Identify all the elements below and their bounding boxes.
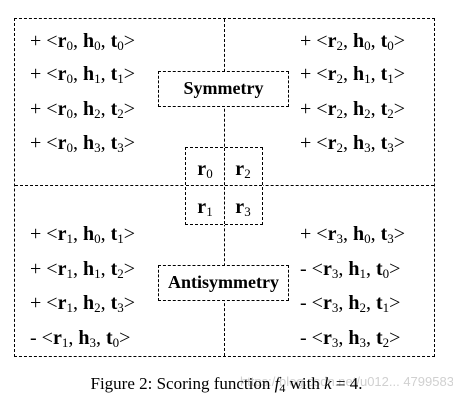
triple-sign: + — [30, 223, 42, 245]
relation-r0: r0 — [197, 158, 213, 181]
triple-top-right-1: + <r2, h1, t1> — [300, 63, 406, 86]
triple-bottom-right-0: + <r3, h0, t3> — [300, 223, 406, 246]
triple-sign: + — [30, 132, 42, 154]
diagram-frame — [14, 18, 435, 357]
triple-top-right-0: + <r2, h0, t0> — [300, 30, 406, 53]
triple-sign: + — [30, 98, 42, 120]
triple-bottom-right-1: - <r3, h1, t0> — [300, 258, 401, 281]
relation-grid-horizontal-divider — [186, 185, 262, 186]
triple-sign: + — [300, 63, 312, 85]
relation-r2: r2 — [235, 158, 251, 181]
triple-sign: - — [300, 258, 307, 280]
triple-top-right-2: + <r2, h2, t2> — [300, 98, 406, 121]
triple-bottom-left-3: - <r1, h3, t0> — [30, 327, 131, 350]
relation-r3: r3 — [235, 196, 251, 219]
triple-bottom-left-2: + <r1, h2, t3> — [30, 292, 136, 315]
triple-sign: + — [300, 223, 312, 245]
triple-top-left-0: + <r0, h0, t0> — [30, 30, 136, 53]
triple-sign: - — [30, 327, 37, 349]
triple-sign: + — [30, 292, 42, 314]
antisymmetry-label: Antisymmetry — [158, 265, 289, 301]
triple-bottom-right-2: - <r3, h2, t1> — [300, 292, 401, 315]
triple-sign: + — [300, 132, 312, 154]
triple-sign: + — [300, 30, 312, 52]
relation-r1: r1 — [197, 196, 213, 219]
relation-grid-vertical-divider — [224, 148, 225, 224]
triple-sign: + — [300, 98, 312, 120]
triple-sign: + — [30, 258, 42, 280]
triple-sign: - — [300, 327, 307, 349]
relation-grid: r0 r2 r1 r3 — [185, 147, 263, 225]
triple-sign: - — [300, 292, 307, 314]
triple-sign: + — [30, 63, 42, 85]
triple-sign: + — [30, 30, 42, 52]
triple-bottom-right-3: - <r3, h3, t2> — [300, 327, 401, 350]
watermark: https://blog.csdn.net/u012... 47995835 — [240, 374, 453, 389]
figure-caption: Figure 2: Scoring function f4 with k = 4… — [90, 374, 363, 395]
triple-bottom-left-0: + <r1, h0, t1> — [30, 223, 136, 246]
triple-top-left-2: + <r0, h2, t2> — [30, 98, 136, 121]
triple-top-right-3: + <r2, h3, t3> — [300, 132, 406, 155]
symmetry-label: Symmetry — [158, 71, 289, 107]
triple-bottom-left-1: + <r1, h1, t2> — [30, 258, 136, 281]
triple-top-left-3: + <r0, h3, t3> — [30, 132, 136, 155]
triple-top-left-1: + <r0, h1, t1> — [30, 63, 136, 86]
